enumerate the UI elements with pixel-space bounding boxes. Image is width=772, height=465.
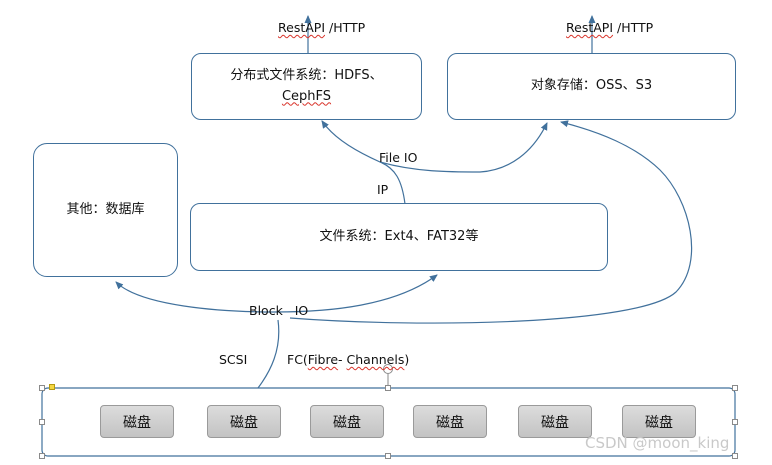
scsi-label: SCSI xyxy=(219,352,248,367)
http-text-right: /HTTP xyxy=(613,20,654,35)
object-storage-label: 对象存储：OSS、S3 xyxy=(530,78,653,94)
fc-prefix: FC( xyxy=(287,352,308,367)
adjust-handle[interactable] xyxy=(49,384,55,390)
file-io-arrow-to-object-storage xyxy=(379,122,548,173)
fc-suffix: ) xyxy=(404,352,410,367)
distributed-fs-line-1: 分布式文件系统：HDFS、 xyxy=(230,68,383,84)
fc-channels: Channels xyxy=(346,352,405,367)
resize-handle-bottom-right[interactable] xyxy=(732,453,738,459)
object-storage-box: 对象存储：OSS、S3 xyxy=(447,53,736,120)
block-io-arrow-to-file-system xyxy=(274,274,438,313)
storage-link-line xyxy=(257,319,280,389)
block-arrow-to-object-storage xyxy=(289,120,693,324)
resize-handle-bottom-middle[interactable] xyxy=(385,453,391,459)
distributed-fs-box: 分布式文件系统：HDFS、 CephFS xyxy=(191,53,422,120)
disk-1[interactable]: 磁盘 xyxy=(100,405,174,438)
file-io-arrow-to-distributed-fs xyxy=(321,120,406,205)
other-database-box: 其他：数据库 xyxy=(33,143,178,277)
fc-label: FC(Fibre- Channels) xyxy=(287,352,409,367)
disk-6[interactable]: 磁盘 xyxy=(622,405,696,438)
watermark: CSDN @moon_king xyxy=(585,434,730,452)
resize-handle-top-middle[interactable] xyxy=(385,385,391,391)
rotate-handle-icon[interactable] xyxy=(383,364,393,374)
file-system-box: 文件系统：Ext4、FAT32等 xyxy=(190,203,608,271)
resize-handle-middle-right[interactable] xyxy=(732,419,738,425)
resize-handle-bottom-left[interactable] xyxy=(39,453,45,459)
disk-3[interactable]: 磁盘 xyxy=(310,405,384,438)
fc-fibre: Fibre xyxy=(307,352,339,367)
fc-separator: - xyxy=(338,352,347,367)
disk-2[interactable]: 磁盘 xyxy=(207,405,281,438)
distributed-fs-line-2: CephFS xyxy=(281,88,332,104)
rest-http-label-left: RestAPI /HTTP xyxy=(278,20,365,35)
disk-4[interactable]: 磁盘 xyxy=(413,405,487,438)
disk-5[interactable]: 磁盘 xyxy=(518,405,592,438)
resize-handle-middle-left[interactable] xyxy=(39,419,45,425)
restapi-text-right: RestAPI xyxy=(566,20,614,35)
block-io-arrow-to-other xyxy=(115,281,276,313)
http-text-left: /HTTP xyxy=(325,20,366,35)
other-database-label: 其他：数据库 xyxy=(66,201,145,217)
rest-http-label-right: RestAPI /HTTP xyxy=(566,20,653,35)
block-io-label: Block IO xyxy=(249,303,309,318)
resize-handle-top-left[interactable] xyxy=(39,385,45,391)
file-io-label: File IO xyxy=(379,150,418,165)
file-system-label: 文件系统：Ext4、FAT32等 xyxy=(319,228,479,244)
restapi-text-left: RestAPI xyxy=(278,20,326,35)
resize-handle-top-right[interactable] xyxy=(732,385,738,391)
ip-label: IP xyxy=(377,182,389,197)
